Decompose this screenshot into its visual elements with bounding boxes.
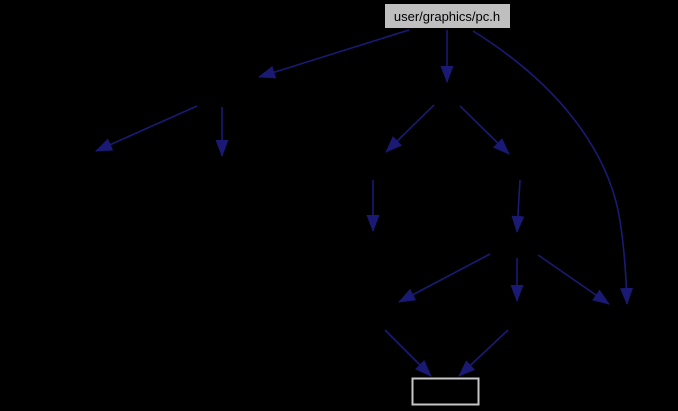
graph-edges (95, 29, 633, 377)
edge-root-to-l4-right-curve (472, 30, 633, 305)
graph-node-bottom[interactable] (411, 377, 480, 406)
edge-root-to-l1-left (258, 29, 410, 79)
edge-l1-mid-to-l2-mid-left (385, 104, 435, 153)
edge-l4-mid-to-bottom-node (458, 329, 509, 377)
bottom-node-box[interactable] (411, 377, 480, 406)
edge-l1-left-to-l2-far-left (95, 105, 198, 152)
edge-l2-mid-right-to-l3-hub (511, 179, 525, 233)
edge-l1-mid-to-l2-mid-right (459, 105, 510, 155)
root-node-box (384, 3, 511, 29)
graph-node-root: user/graphics/pc.h (384, 3, 511, 29)
edge-l3-hub-to-l4-left (398, 253, 491, 303)
root-node-label: user/graphics/pc.h (394, 9, 500, 24)
edge-l3-hub-to-l4-right (537, 254, 610, 305)
edge-l4-left-to-bottom-node (384, 329, 432, 377)
